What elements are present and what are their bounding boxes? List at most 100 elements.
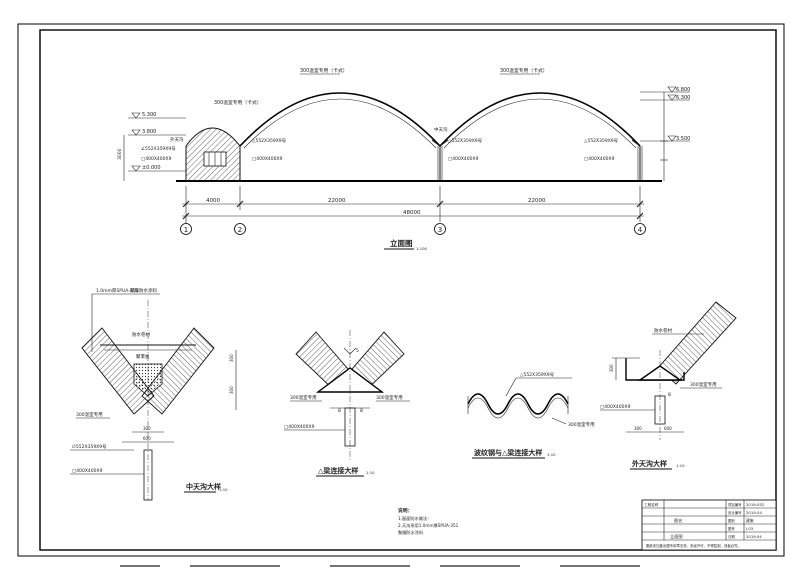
axis-bubble-4 [634, 223, 646, 235]
tb-r2c1: 图名 [674, 517, 682, 524]
note-col2: □400X400X9 [252, 156, 283, 162]
d4-col: □400X400X9 [600, 404, 631, 410]
dim-22000-a: 22000 [328, 198, 346, 204]
detail-corrugated: △552X359X9号 300温室专用 波纹钢与△梁连接大样 1:10 [467, 372, 595, 459]
elevation-title: 立面图 [390, 238, 413, 248]
tb-r0c2: 项目编号 [728, 502, 742, 507]
d4-dim-v: 300 [609, 364, 614, 372]
d4-scale: 1:10 [676, 463, 685, 468]
d1-dim-h2: 600 [143, 436, 151, 441]
tb-r0c0: 工程名称 [644, 502, 659, 507]
note-beam1: △552X359X9号 [252, 138, 287, 144]
d2-title: △梁连接大样 [318, 466, 358, 475]
tb-r3c2: 图号 [728, 526, 735, 531]
axis-label-1: 1 [184, 226, 188, 234]
small-arch-label: 300温室专用（卡式） [214, 99, 262, 106]
big-arch-1-inner [243, 98, 437, 149]
big-arch-1 [239, 92, 441, 147]
d2-mark-r: 8 [360, 408, 363, 414]
d2-right-note: 300温室专用 [376, 394, 403, 401]
title-block: 工程名称 项目编号 2019-052 设计编号 2019-04 图名 图别 建施… [641, 499, 777, 551]
detail-center-gutter: 1.0mm厚SPUA-351 聚脲防水涂料 防水卷材 聚苯板 300温室专用 3… [70, 287, 237, 501]
level-right-mid: 6.300 [676, 95, 690, 101]
axis-label-2: 2 [238, 226, 242, 234]
note-beam3: △552X359X9号 [448, 138, 483, 144]
d1-steel: ∅552X359X9号 [72, 444, 107, 450]
tb-r2c2: 图别 [728, 518, 735, 523]
d1-scale: 1:10 [219, 487, 228, 492]
note-left-col: □400X400X9 [141, 156, 172, 162]
d3-note: 300温室专用 [568, 421, 595, 428]
d1-dim-v1: 300 [229, 354, 234, 362]
note-gutter3: 中天沟 [434, 126, 448, 133]
tb-r1c3: 2019-04 [746, 510, 762, 515]
note-col4: □400X400X9 [584, 156, 615, 162]
note-beam4: △552X359X9号 [584, 138, 619, 144]
d1-note-b: 聚苯板 [136, 353, 150, 360]
d4-top-note: 防水卷材 [654, 327, 672, 334]
notes-line-3: 聚脲防水涂料 [398, 529, 424, 536]
note-col3: □400X400X9 [448, 156, 479, 162]
height-dim: 3000 [117, 148, 123, 160]
d2-scale: 1:10 [366, 470, 375, 475]
big-arch-2-inner [443, 98, 637, 149]
detail-beam-connection: 5 8 8 300温室专用 300温室专用 □400X400X9 △梁连接大样 … [284, 330, 410, 477]
tb-r4c2: 日期 [728, 534, 735, 539]
d4-title: 外天沟大样 [632, 459, 667, 468]
d4-side-note: 300温室专用 [690, 381, 717, 388]
detail-outer-gutter: 300 防水卷材 300温室专用 8 □400X400X9 300 600 外天… [600, 301, 737, 470]
d4-dim-h2: 600 [664, 426, 672, 431]
general-notes: 说明： 1.屋面防水做法： 2.天沟采用1.0mm厚SPUA-351 聚脲防水涂… [398, 507, 459, 536]
d2-mark-top: 5 [356, 348, 359, 354]
dim-48000: 48000 [403, 210, 421, 216]
d3-wave-top [467, 393, 569, 415]
tb-r2c3: 建施 [746, 518, 754, 523]
note-left-gutter: 外天沟 [170, 136, 184, 143]
notes-line-1: 1.屋面防水做法： [398, 515, 431, 522]
d3-scale: 1:10 [547, 452, 556, 457]
tb-r4c1: 立面图 [670, 533, 683, 540]
level-left-top: 5.300 [142, 112, 156, 118]
level-ground: ±0.000 [142, 165, 161, 171]
d3-title: 波纹钢与△梁连接大样 [474, 448, 542, 457]
d3-wave-bottom [467, 397, 569, 419]
big-arch-1-label: 300温室专用（卡式） [300, 67, 348, 74]
d4-mark: 8 [668, 392, 671, 398]
d4-dim-h1: 300 [634, 426, 642, 431]
dim-22000-b: 22000 [528, 198, 546, 204]
d1-dim-h1: 300 [143, 426, 151, 431]
d1-top-note2: 聚脲防水涂料 [130, 287, 157, 294]
tb-footer: 图纸未加盖出图专用章无效，未经许可，不得复制，违者必究。 [646, 543, 741, 548]
d1-title: 中天沟大样 [186, 482, 221, 491]
level-right-top: 6.800 [676, 87, 690, 93]
d2-col: □400X400X9 [284, 424, 315, 430]
d1-dim-v2: 300 [229, 386, 234, 394]
level-left-mid: 3.800 [142, 129, 156, 135]
axis-bubble-1 [180, 223, 192, 235]
level-right-low: 3.500 [676, 136, 690, 142]
axis-label-4: 4 [638, 226, 643, 234]
d1-top-note: 1.0mm厚SPUA-351 [96, 288, 139, 294]
notes-heading: 说明： [398, 507, 412, 514]
d3-beam: △552X359X9号 [520, 372, 555, 378]
d4-wing [657, 301, 737, 385]
d1-right-wing [141, 327, 215, 415]
tb-r4c3: 2019.04 [746, 534, 762, 539]
note-left-truss: ∠552X359X9号 [141, 146, 176, 152]
elevation-view: 300温室专用（卡式） 300温室专用（卡式） 300温室专用（卡式） 外天沟 … [117, 67, 690, 251]
axis-bubble-2 [234, 223, 246, 235]
big-arch-2-label: 300温室专用（卡式） [500, 67, 548, 74]
dim-4000: 4000 [206, 198, 220, 204]
d2-mark-l: 8 [338, 408, 341, 414]
d1-col: □400X400X9 [72, 468, 103, 474]
axis-bubble-3 [434, 223, 446, 235]
notes-line-2: 2.天沟采用1.0mm厚SPUA-351 [398, 522, 459, 529]
big-arch-2 [439, 92, 641, 147]
tb-r3c3: J-03 [745, 526, 754, 531]
d1-side-note: 300温室专用 [76, 411, 103, 418]
d1-column [143, 449, 153, 501]
inner-border [39, 29, 777, 551]
axis-label-3: 3 [438, 226, 442, 234]
d1-note-a: 防水卷材 [132, 331, 150, 338]
